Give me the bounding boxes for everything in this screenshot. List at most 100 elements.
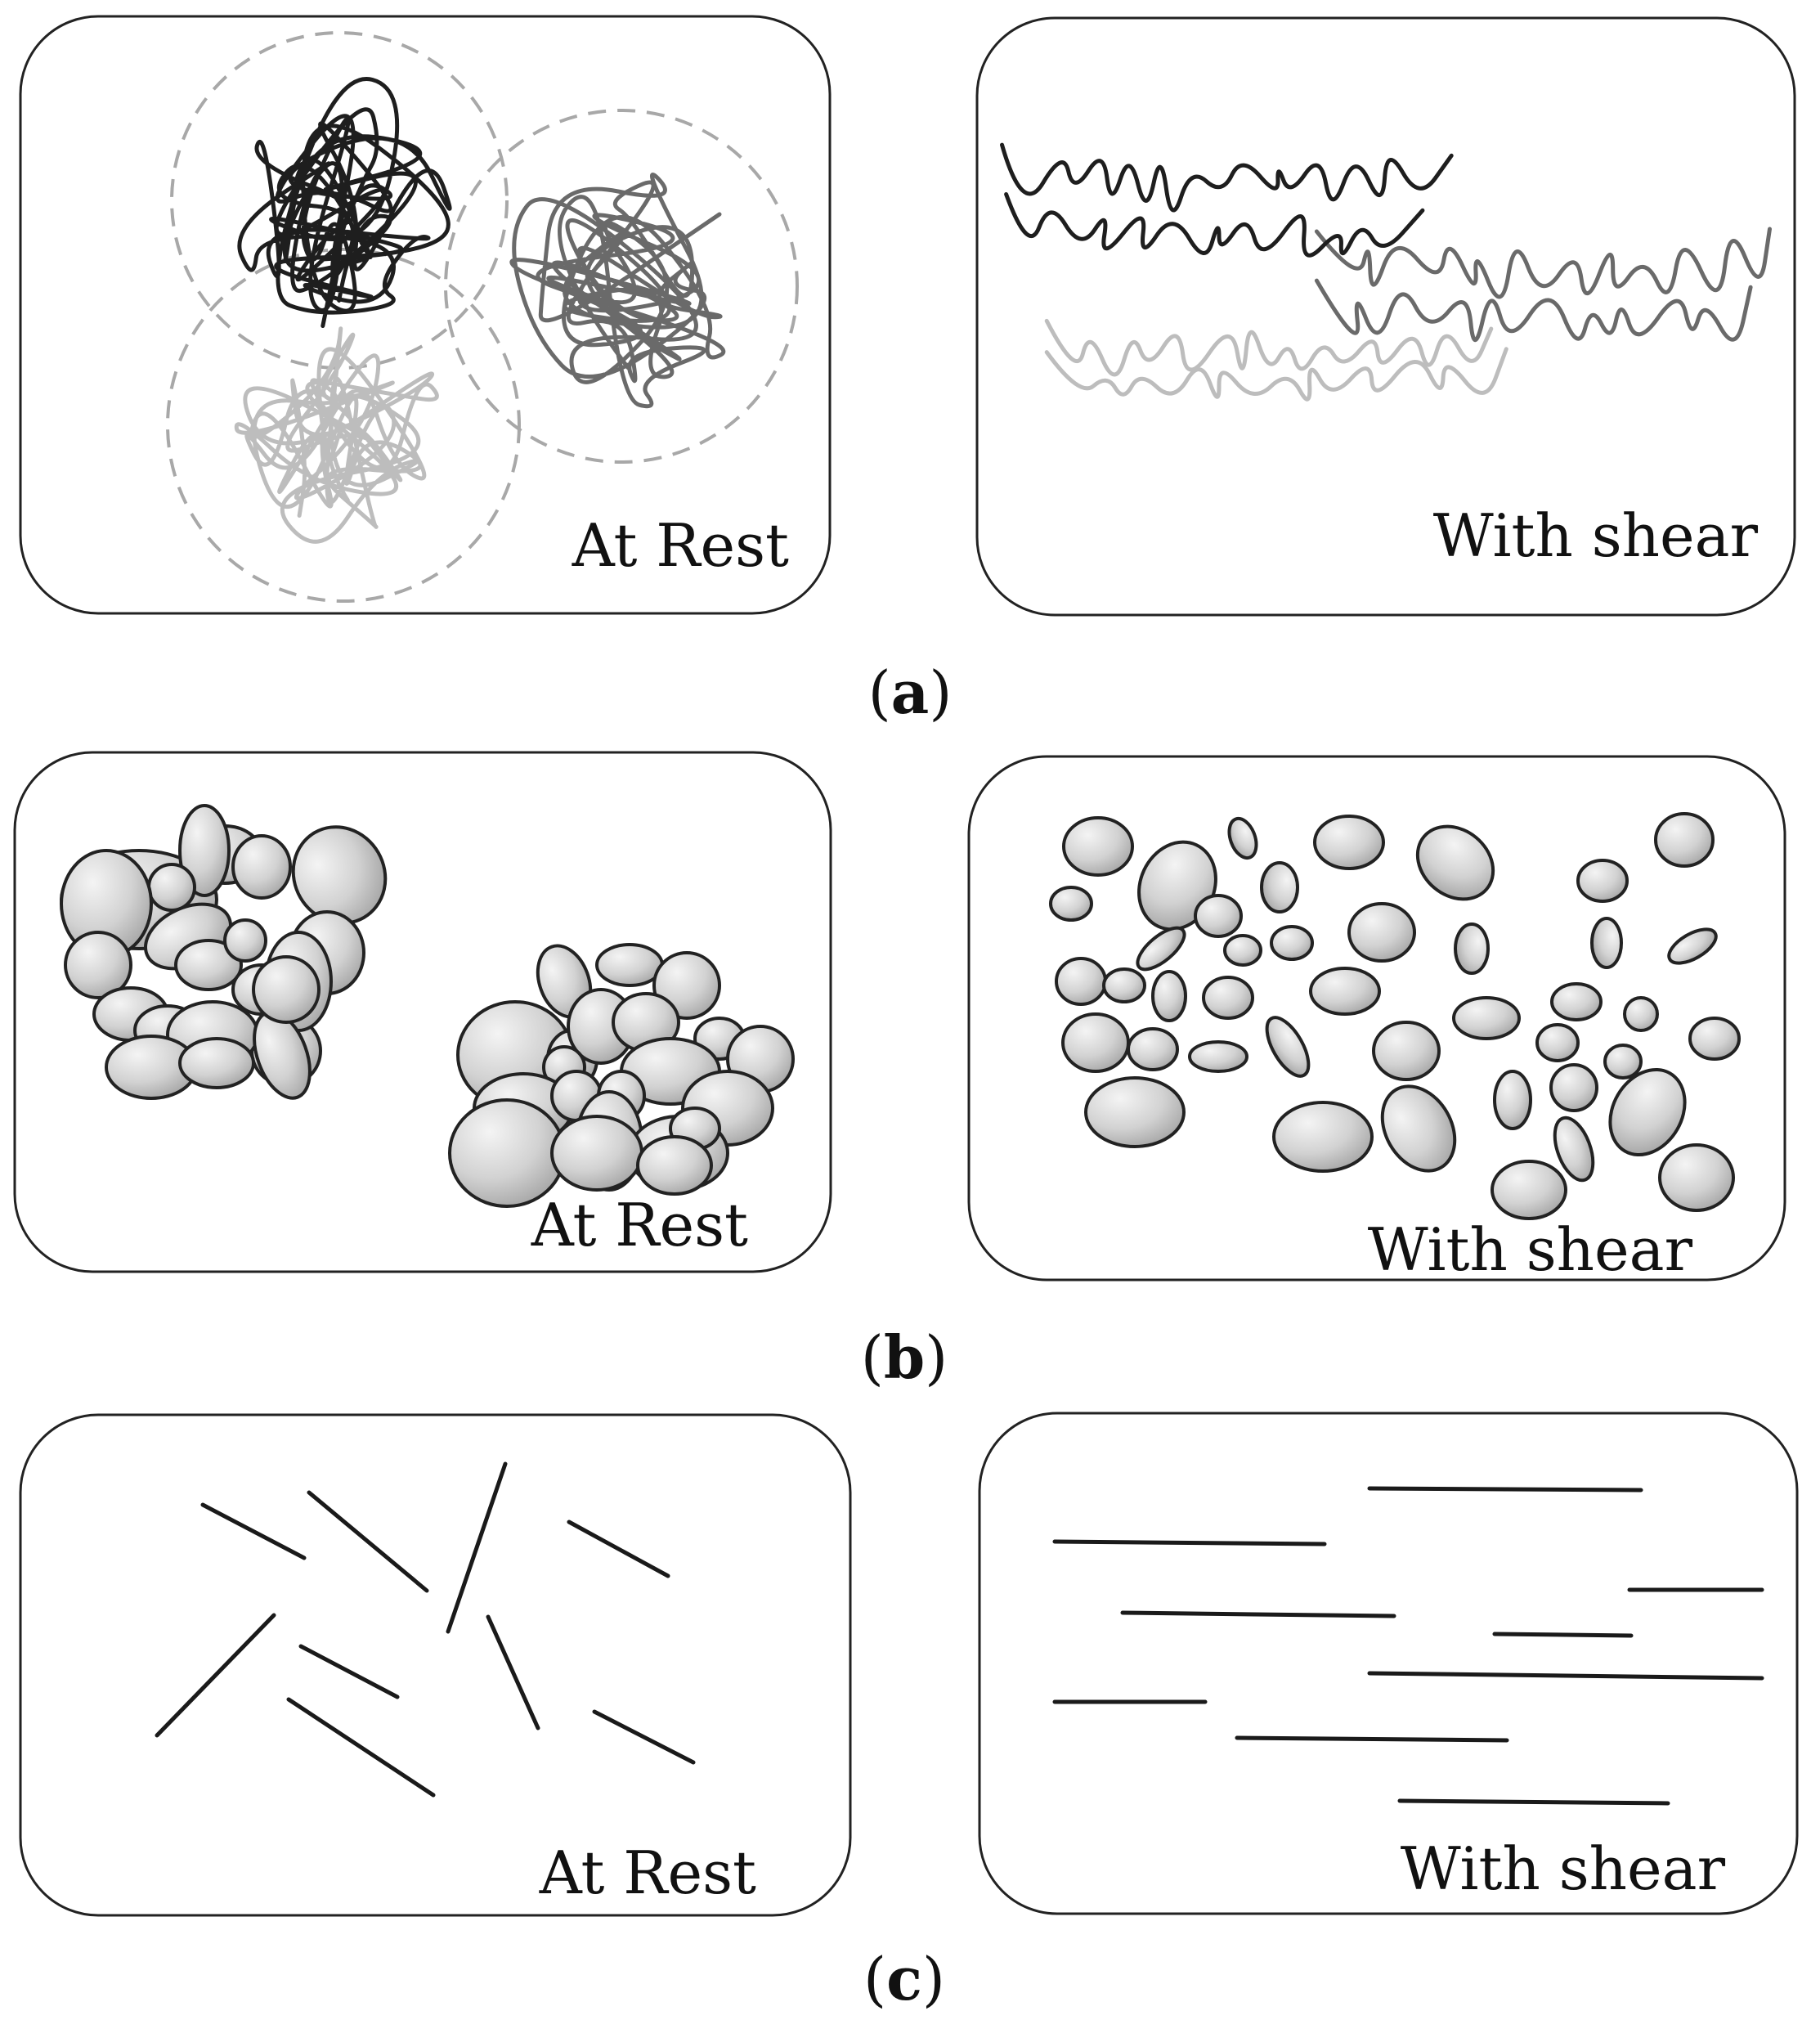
particle xyxy=(1272,1101,1374,1173)
particle xyxy=(1452,996,1521,1040)
particle xyxy=(1454,922,1490,975)
particle xyxy=(178,1037,255,1089)
particle xyxy=(1603,1044,1643,1080)
particle xyxy=(1151,970,1187,1022)
particle xyxy=(1223,934,1262,967)
panel-b-at-rest-label: At Rest xyxy=(531,1191,748,1259)
particle xyxy=(1265,1016,1311,1078)
particle xyxy=(1061,1012,1130,1073)
polymer-coil xyxy=(237,77,452,328)
panel-c-at-rest-label: At Rest xyxy=(539,1838,756,1907)
particle xyxy=(1136,926,1186,972)
particle xyxy=(1658,1143,1735,1212)
particle xyxy=(1313,815,1385,870)
panel-b-with-shear: With shear xyxy=(967,755,1786,1284)
fiber xyxy=(1367,1671,1764,1681)
polymer-coil xyxy=(509,173,726,409)
panel-b-at-rest: At Rest xyxy=(13,751,832,1273)
particle xyxy=(291,825,388,925)
row-c: At Rest With shear (c) xyxy=(19,1412,1799,2013)
particle xyxy=(1260,861,1299,913)
particle xyxy=(1535,1023,1580,1062)
panel-a-with-shear-frame xyxy=(975,16,1796,617)
particle xyxy=(1202,976,1254,1020)
particle xyxy=(1623,996,1659,1032)
particle xyxy=(1380,1084,1457,1173)
particle xyxy=(252,955,321,1024)
particle xyxy=(1372,1021,1441,1081)
caption-a: (a) xyxy=(868,658,953,727)
stretched-polymer-chain xyxy=(1314,227,1772,299)
stretched-polymer-chain xyxy=(1314,278,1753,343)
particle xyxy=(1227,816,1258,860)
particle xyxy=(1415,824,1495,901)
caption-c: (c) xyxy=(863,1944,945,2013)
particle xyxy=(1667,927,1718,965)
particle xyxy=(1055,957,1107,1006)
dispersed-particles-with-shear xyxy=(1049,812,1741,1220)
particle xyxy=(223,918,267,963)
particle xyxy=(1309,967,1381,1016)
panel-c-at-rest: At Rest xyxy=(19,1413,852,1917)
particle xyxy=(1608,1067,1687,1157)
stretched-polymer-chain xyxy=(1044,318,1494,377)
fiber xyxy=(1120,1610,1396,1618)
particle xyxy=(1127,1027,1179,1071)
particle xyxy=(1084,1076,1186,1148)
fiber xyxy=(1235,1735,1509,1743)
particle xyxy=(1654,812,1715,868)
panel-c-with-shear-frame xyxy=(978,1412,1799,1915)
fiber xyxy=(298,1644,400,1699)
particle xyxy=(1553,1115,1595,1183)
polymer-chains-with-shear xyxy=(1000,142,1772,402)
panel-a-at-rest-label: At Rest xyxy=(572,511,789,580)
particle xyxy=(1049,886,1093,922)
row-a: At Rest With shear (a) xyxy=(19,15,1796,727)
particle xyxy=(1102,967,1146,1003)
polymer-coils-at-rest xyxy=(166,31,799,603)
particle xyxy=(1590,917,1623,969)
particle xyxy=(1549,1063,1598,1112)
particle-aggregates-at-rest xyxy=(60,804,795,1208)
fiber xyxy=(1397,1798,1670,1806)
particle xyxy=(1688,1017,1741,1061)
caption-b: (b) xyxy=(861,1322,948,1392)
fiber xyxy=(567,1519,670,1578)
panel-a-at-rest: At Rest xyxy=(19,15,832,615)
particle xyxy=(1347,902,1416,963)
fiber xyxy=(200,1502,307,1560)
particle xyxy=(1062,816,1134,877)
particle xyxy=(595,943,664,987)
fiber xyxy=(446,1461,508,1634)
fiber xyxy=(592,1709,696,1765)
aligned-fibers-with-shear xyxy=(1052,1486,1764,1806)
particle xyxy=(174,939,243,991)
stretched-polymer-chain xyxy=(1000,142,1454,213)
particle xyxy=(1550,982,1603,1021)
panel-c-at-rest-frame xyxy=(19,1413,852,1917)
particle xyxy=(231,834,292,900)
row-b: At Rest With shear (b) xyxy=(13,751,1786,1392)
panel-a-with-shear-label: With shear xyxy=(1433,501,1759,570)
random-fibers-at-rest xyxy=(155,1461,696,1798)
fiber xyxy=(307,1490,429,1593)
particle xyxy=(64,931,132,999)
fiber xyxy=(1492,1632,1634,1638)
particle xyxy=(1576,859,1629,903)
stretched-polymer-chain xyxy=(1004,192,1425,258)
fiber xyxy=(1052,1539,1327,1546)
panel-a-with-shear: With shear xyxy=(975,16,1796,617)
panel-c-with-shear-label: With shear xyxy=(1401,1834,1726,1903)
coil-boundary-circle xyxy=(170,31,509,370)
panel-b-with-shear-label: With shear xyxy=(1368,1215,1693,1284)
particle xyxy=(1491,1160,1567,1220)
coil-boundary-circle xyxy=(166,248,521,603)
fiber xyxy=(286,1697,436,1798)
particle xyxy=(636,1135,713,1196)
particle xyxy=(1493,1070,1532,1130)
particle xyxy=(147,863,196,912)
fiber xyxy=(486,1614,540,1730)
particle xyxy=(178,804,231,897)
fiber xyxy=(1367,1486,1643,1493)
